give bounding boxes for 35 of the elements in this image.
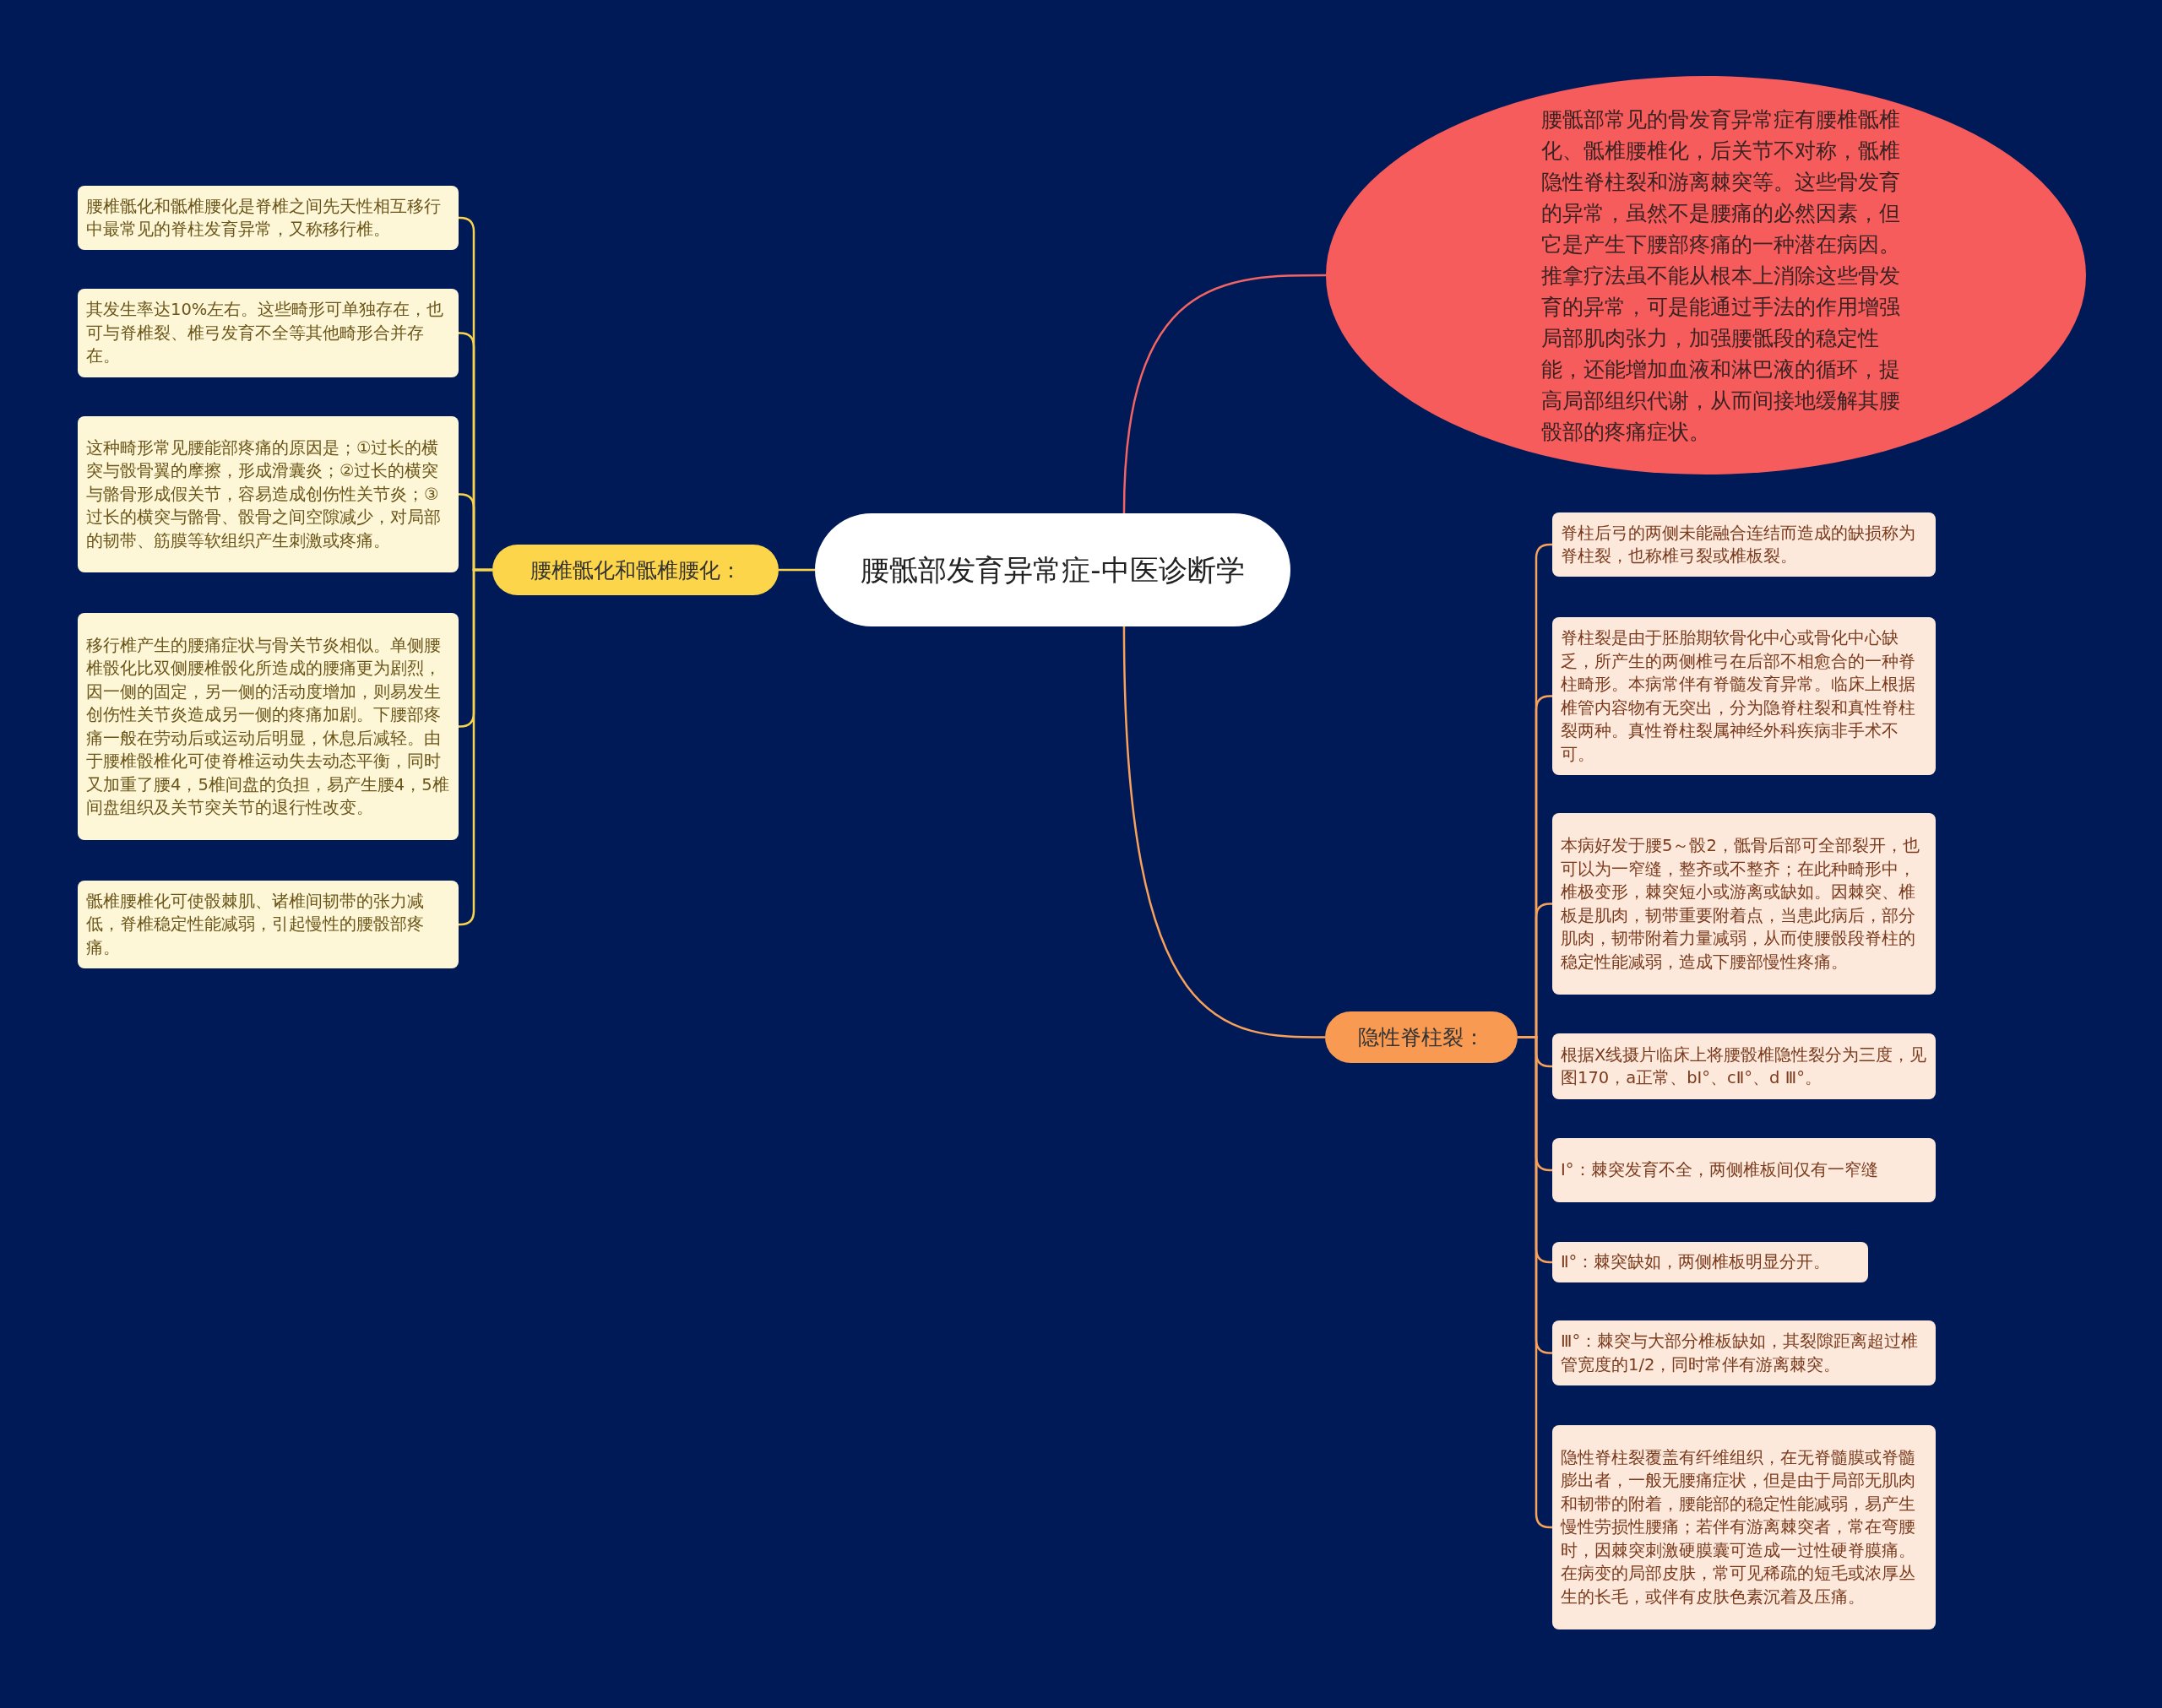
note-card [1552, 1138, 1936, 1202]
topic-text: 隐性脊柱裂： [1358, 1024, 1485, 1051]
topic-text: 这种畸形常见腰能部疼痛的原因是；①过长的横突与骰骨翼的摩擦，形成滑囊炎；②过长的横突与骼骨形成假关节，容易造成创伤性关节炎；③过长的横突与骼骨、骰骨之间空隙减少，对局部的韧带、筋膜等软组织产生刺激或疼痛。 [86, 436, 442, 552]
topic-text: 脊柱裂是由于胚胎期软骨化中心或骨化中心缺乏，所产生的两侧椎弓在后部不相愈合的一种脊柱畸形。本病常伴有脊髓发育异常。临床上根据椎管内容物有无突出，分为隐脊柱裂和真性脊柱裂两种。真性脊柱裂属神经外科疾病非手术不可。 [1561, 627, 1916, 766]
note-card [1552, 512, 1936, 577]
note-card [1552, 1033, 1936, 1099]
branch-topic [1325, 1011, 1518, 1063]
note-card [78, 289, 459, 377]
note-card [1552, 813, 1936, 995]
topic-text: 本病好发于腰5～骰2，骶骨后部可全部裂开，也可以为一窄缝，整齐或不整齐；在此种畸形中，椎极变形，棘突短小或游离或缺如。因棘突、椎板是肌肉，韧带重要附着点，当患此病后，部分肌肉，韧带附着力量减弱，从而使腰骰段脊柱的稳定性能减弱，造成下腰部慢性疼痛。 [1561, 835, 1920, 973]
topic-text: 脊柱后弓的两侧未能融合连结而造成的缺损称为脊柱裂，也称椎弓裂或椎板裂。 [1561, 522, 1916, 567]
branch-topic [492, 545, 779, 595]
note-card [78, 613, 459, 840]
topic-text: Ⅰ°：棘突发育不全，两侧椎板间仅有一窄缝 [1561, 1159, 1878, 1182]
topic-text: 腰骶部发育异常症-中医诊断学 [861, 552, 1245, 588]
note-card [78, 186, 459, 250]
note-card [1552, 1242, 1868, 1282]
connector-line [1122, 274, 1326, 514]
note-card [1552, 1320, 1936, 1385]
topic-text: Ⅲ°：棘突与大部分椎板缺如，其裂隙距离超过椎管宽度的1/2，同时常伴有游离棘突。 [1561, 1331, 1920, 1376]
connector-line [1122, 626, 1325, 1038]
topic-text: 腰椎骶化和骶椎腰化： [530, 556, 741, 584]
topic-text: 腰骶部常见的骨发育异常症有腰椎骶椎化、骶椎腰椎化，后关节不对称，骶椎隐性脊柱裂和游离棘突等。这些骨发育的异常，虽然不是腰痛的必然因素，但它是产生下腰部疼痛的一种潜在病因。推拿疗法虽不能从根本上消除这些骨发育的异常，可是能通过手法的作用增强局部肌肉张力，加强腰骶段的稳定性能，还能增加血液和淋巴液的循环，提高局部组织代谢，从而间接地缓解其腰骰部的疼痛症状。 [1541, 106, 1901, 446]
topic-text: 其发生率达10%左右。这些畸形可单独存在，也可与脊椎裂、椎弓发育不全等其他畸形合并存在。 [86, 299, 445, 368]
topic-text: Ⅱ°：棘突缺如，两侧椎板明显分开。 [1561, 1251, 1831, 1274]
connector-line [779, 568, 815, 572]
topic-text: 移行椎产生的腰痛症状与骨关节炎相似。单侧腰椎骰化比双侧腰椎骰化所造成的腰痛更为剧烈，因一侧的固定，另一侧的活动度增加，则易发生创伤性关节炎造成另一侧的疼痛加剧。下腰部疼痛一般在劳动后或运动后明显，休息后减轻。由于腰椎骰椎化可使脊椎运动失去动态平衡，同时又加重了腰4，5椎间盘的负担，易产生腰4，5椎间盘组织及关节突关节的退行性改变。 [86, 634, 450, 819]
topic-text: 骶椎腰椎化可使骰棘肌、诸椎间韧带的张力减低，脊椎稳定性能减弱，引起慢性的腰骰部疼痛。 [86, 890, 425, 959]
topic-text: 根据X线摄片临床上将腰骰椎隐性裂分为三度，见图170，a正常、bⅠ°、cⅡ°、d Ⅲ°。 [1561, 1044, 1927, 1089]
note-card [1552, 1425, 1936, 1629]
topic-text: 隐性脊柱裂覆盖有纤维组织，在无脊髓膜或脊髓膨出者，一般无腰痛症状，但是由于局部无肌肉和韧带的附着，腰能部的稳定性能减弱，易产生慢性劳损性腰痛；若伴有游离棘突者，常在弯腰时，因棘突刺激硬膜囊可造成一过性硬脊膜痛。在病变的局部皮肤，常可见稀疏的短毛或浓厚丛生的长毛，或伴有皮肤色素沉着及压痛。 [1561, 1446, 1916, 1608]
note-card [78, 416, 459, 572]
note-card [1552, 617, 1936, 775]
note-card [78, 881, 459, 968]
topic-text: 腰椎骶化和骶椎腰化是脊椎之间先天性相互移行中最常见的脊柱发育异常，又称移行椎。 [86, 195, 442, 241]
